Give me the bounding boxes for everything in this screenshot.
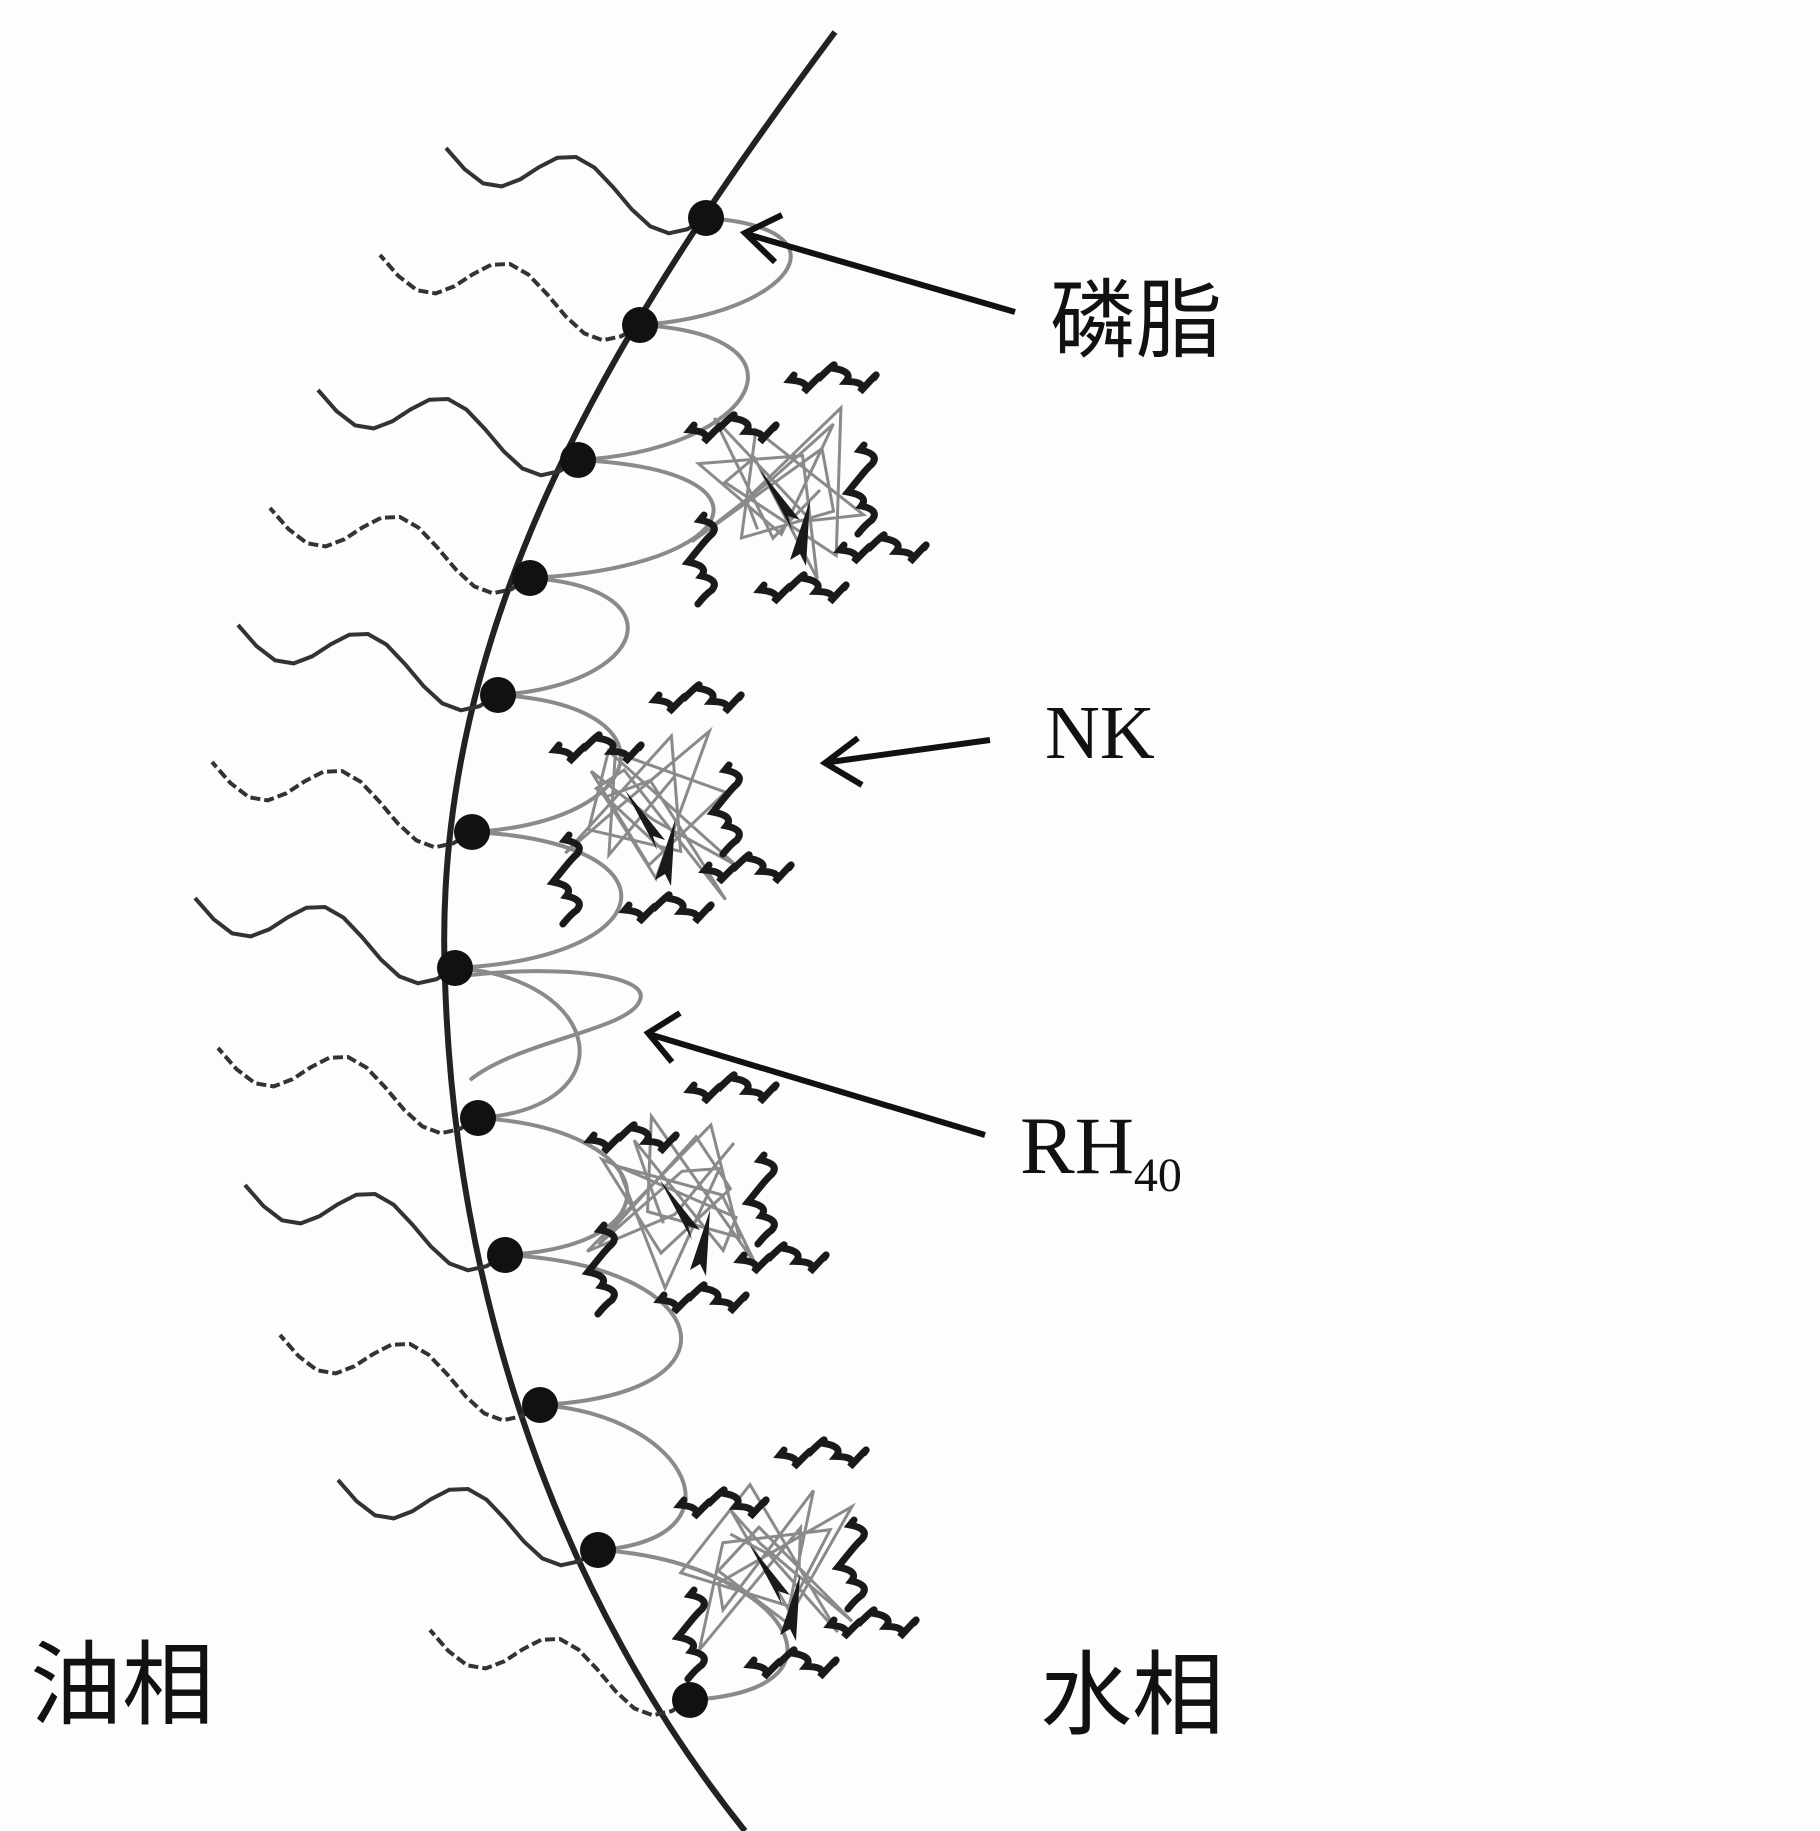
phospholipid-heads bbox=[437, 200, 724, 1718]
rh40-chain bbox=[497, 576, 630, 697]
phospholipid-tail bbox=[444, 146, 708, 236]
protein-helix bbox=[683, 411, 780, 445]
phospholipid-head bbox=[688, 200, 724, 236]
protein-helix bbox=[698, 851, 795, 885]
phospholipid-head bbox=[460, 1100, 496, 1136]
phospholipid-tail bbox=[210, 760, 474, 850]
protein-strand bbox=[760, 470, 800, 530]
protein-helix bbox=[706, 761, 743, 858]
protein-helix bbox=[841, 441, 878, 538]
nk-protein bbox=[546, 681, 795, 928]
protein-helix bbox=[681, 511, 718, 608]
rh40-chain bbox=[454, 830, 623, 970]
oil-phase-label: 油相 bbox=[30, 1632, 215, 1739]
phospholipid-head bbox=[580, 1532, 616, 1568]
protein-strand bbox=[655, 820, 675, 886]
rh40-chain bbox=[539, 1403, 688, 1552]
nk-protein bbox=[581, 1071, 830, 1318]
protein-helix bbox=[546, 831, 583, 928]
protein-strand bbox=[660, 1180, 700, 1240]
protein-helix bbox=[583, 1121, 680, 1155]
protein-backbone bbox=[564, 726, 737, 901]
phospholipid-head bbox=[487, 1237, 523, 1273]
phospholipid-tail bbox=[316, 388, 580, 478]
protein-helix bbox=[653, 1281, 750, 1315]
nk-protein bbox=[681, 361, 930, 608]
phospholipid-head bbox=[560, 442, 596, 478]
nk-protein bbox=[671, 1436, 920, 1683]
protein-helix bbox=[673, 1486, 770, 1520]
phospholipid-tails bbox=[193, 146, 708, 1718]
protein-helix bbox=[548, 731, 645, 765]
rh40-chains bbox=[454, 216, 793, 1702]
protein-helix bbox=[743, 1646, 840, 1680]
phospholipid-head bbox=[454, 814, 490, 850]
protein-strand bbox=[780, 1575, 800, 1641]
phospholipid-head bbox=[622, 307, 658, 343]
water-phase-label: 水相 bbox=[1040, 1642, 1225, 1749]
arrowhead-nk bbox=[819, 735, 864, 788]
protein-helix bbox=[671, 1586, 708, 1683]
phospholipid-tail bbox=[193, 896, 457, 986]
protein-backbone bbox=[690, 404, 868, 580]
rh40-label: RH40 bbox=[1020, 1105, 1182, 1200]
protein-helix bbox=[683, 1071, 780, 1105]
phospholipid-tail bbox=[278, 1333, 542, 1423]
rh40-chain bbox=[504, 1253, 684, 1407]
phospholipid-tail bbox=[378, 253, 642, 343]
arrow-rh40 bbox=[651, 1032, 986, 1138]
rh40-chain bbox=[468, 969, 643, 1082]
protein-strand bbox=[690, 1210, 710, 1276]
phospholipid-head bbox=[437, 950, 473, 986]
protein-helix bbox=[741, 1151, 778, 1248]
arrowhead-rh40 bbox=[643, 1010, 682, 1064]
protein-helix bbox=[773, 1436, 870, 1470]
phospholipid-head bbox=[522, 1387, 558, 1423]
rh40-chain bbox=[597, 1548, 790, 1702]
phospholipid-tail bbox=[336, 1478, 600, 1568]
arrowhead-phospholipid bbox=[739, 212, 784, 265]
rh40-label-main: RH bbox=[1020, 1100, 1134, 1191]
protein-strand bbox=[790, 500, 810, 566]
rh40-chain bbox=[471, 693, 623, 834]
protein-helix bbox=[581, 1221, 618, 1318]
phospholipid-tail bbox=[216, 1046, 480, 1136]
protein-helix bbox=[823, 1606, 920, 1640]
rh40-chain bbox=[577, 323, 750, 462]
rh40-chain bbox=[639, 216, 793, 327]
nk-proteins bbox=[546, 361, 930, 1683]
protein-strand bbox=[625, 790, 665, 850]
nk-label: NK bbox=[1045, 691, 1155, 775]
arrow-nk bbox=[829, 737, 991, 765]
protein-helix bbox=[753, 571, 850, 605]
protein-helix bbox=[833, 531, 930, 565]
protein-helix bbox=[783, 361, 880, 395]
protein-helix bbox=[733, 1241, 830, 1275]
protein-strand bbox=[750, 1545, 790, 1605]
arrow-phospholipid bbox=[749, 232, 1016, 315]
phospholipid-tail bbox=[428, 1628, 692, 1718]
protein-helix bbox=[618, 891, 715, 925]
protein-backbone bbox=[678, 1481, 856, 1651]
rh40-label-subscript: 40 bbox=[1133, 1149, 1182, 1202]
rh40-chain bbox=[529, 458, 716, 580]
protein-helix bbox=[831, 1516, 868, 1613]
phospholipid-tail bbox=[236, 623, 500, 713]
phospholipid-head bbox=[512, 560, 548, 596]
rh40-chain bbox=[454, 966, 582, 1120]
phospholipid-head bbox=[672, 1682, 708, 1718]
phospholipid-tail bbox=[243, 1183, 507, 1273]
protein-backbone bbox=[586, 1111, 757, 1292]
phospholipid-head bbox=[480, 677, 516, 713]
protein-helix bbox=[648, 681, 745, 715]
arrows bbox=[643, 212, 1016, 1138]
phospholipid-tail bbox=[268, 506, 532, 596]
phospholipid-label: 磷脂 bbox=[1050, 271, 1222, 371]
